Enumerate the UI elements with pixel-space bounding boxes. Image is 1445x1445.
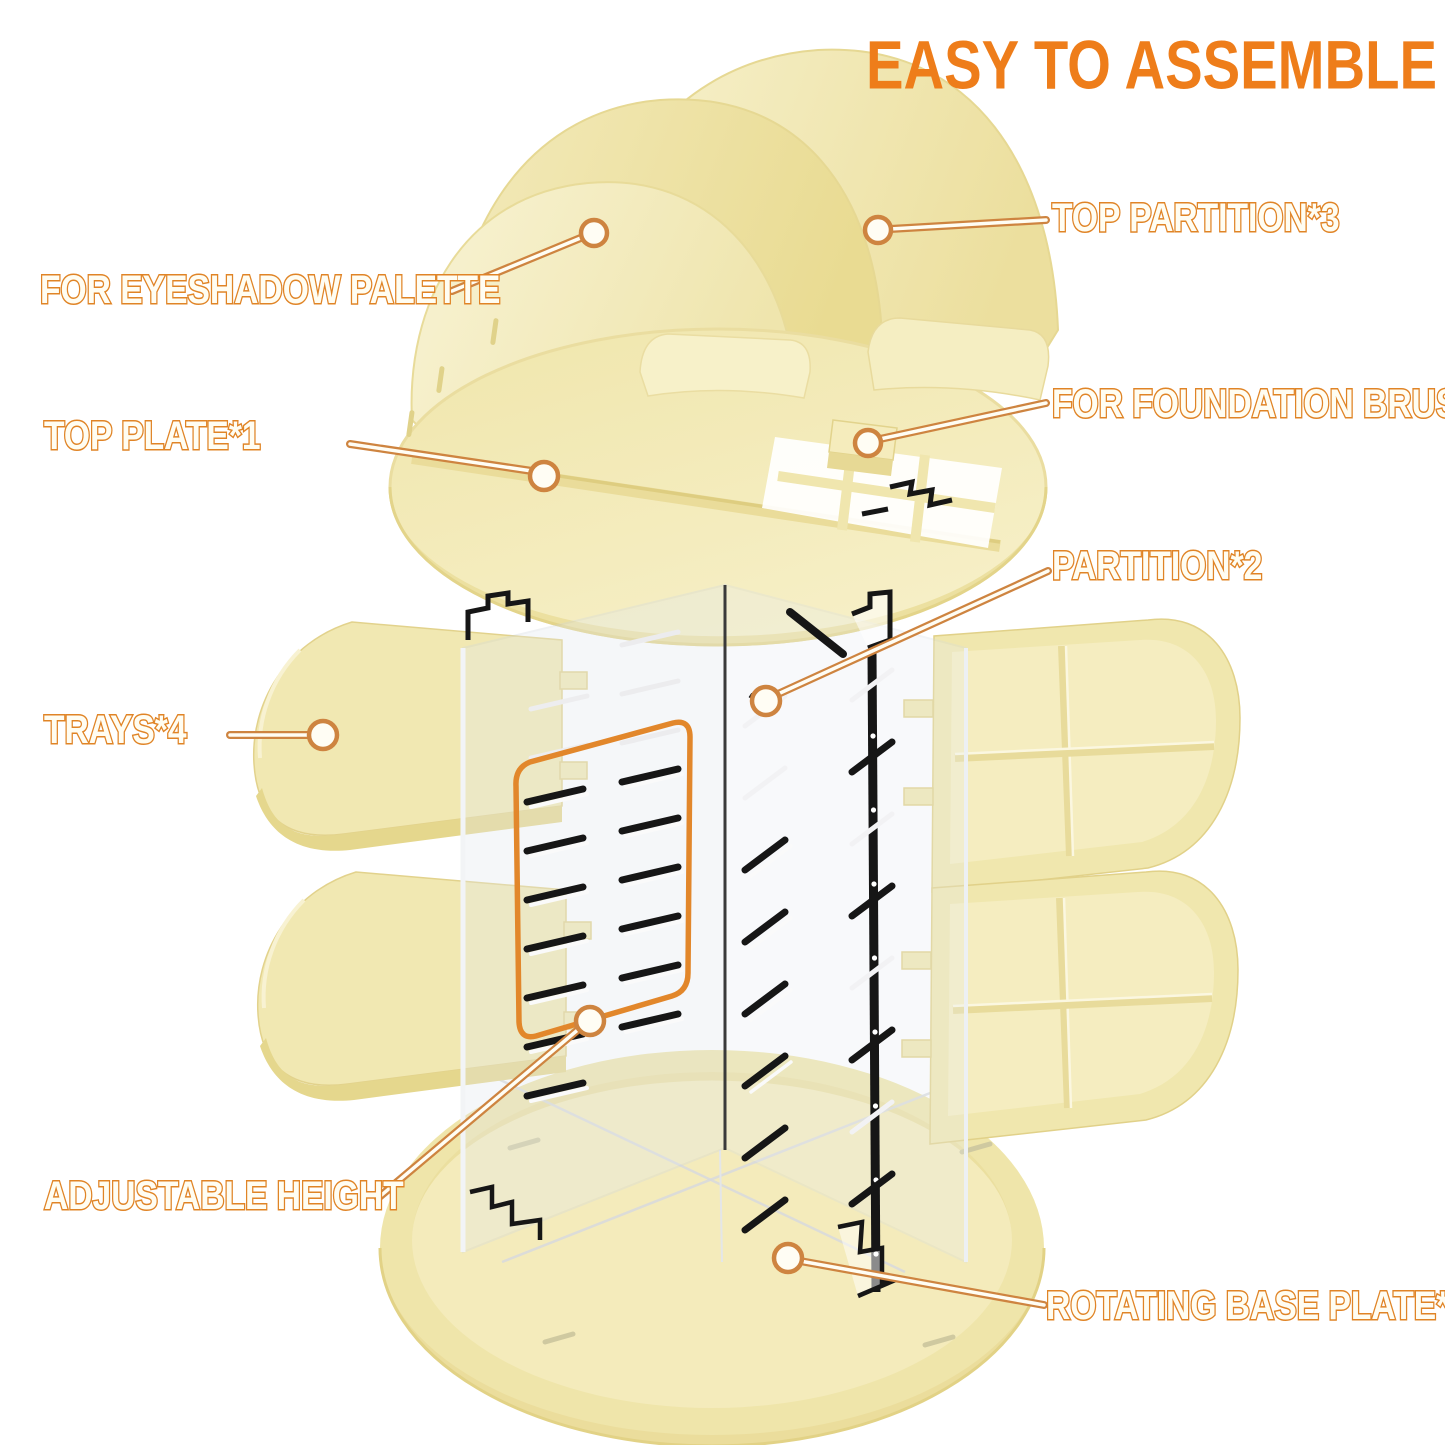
leader-lines	[226, 214, 1052, 1309]
adjustable-height-highlight-box	[513, 719, 693, 1040]
label-trays: TRAYS*4	[43, 707, 188, 754]
label-rotating-base-plate: ROTATING BASE PLATE*1	[1045, 1283, 1445, 1330]
label-for-eyeshadow-palette: FOR EYESHADOW PALETTE	[39, 267, 502, 314]
acrylic-partitions	[460, 583, 968, 1299]
label-partition: PARTITION*2	[1051, 543, 1264, 590]
label-top-plate: TOP PLATE*1	[43, 413, 262, 460]
diagram-title: EASY TO ASSEMBLE	[866, 27, 1438, 104]
base-plate-rim	[378, 1247, 1046, 1445]
label-top-partition: TOP PARTITION*3	[1051, 195, 1341, 242]
label-adjustable-height: ADJUSTABLE HEIGHT	[43, 1173, 405, 1220]
label-for-foundation-brush: FOR FOUNDATION BRUSH	[1051, 381, 1445, 428]
